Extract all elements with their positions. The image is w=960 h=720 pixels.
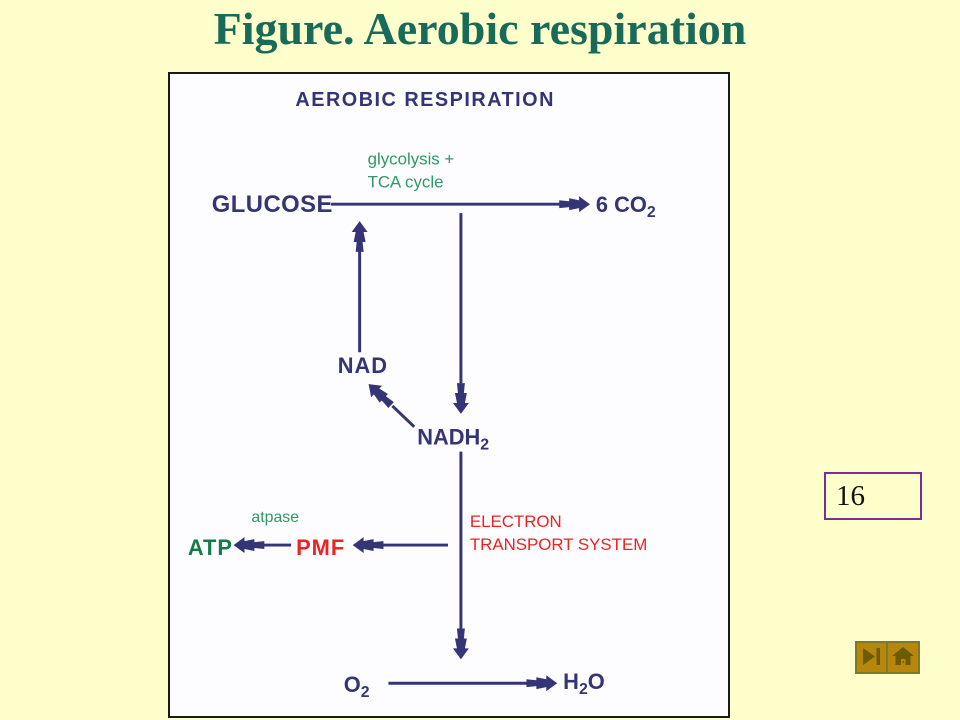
home-icon — [892, 646, 914, 670]
glycolysis-label: glycolysis + — [368, 149, 455, 168]
glucose-label: GLUCOSE — [212, 191, 333, 218]
next-slide-icon — [861, 646, 882, 670]
slide-nav-buttons — [855, 641, 920, 674]
ets-label-line2: TRANSPORT SYSTEM — [470, 535, 647, 554]
co2-main: 6 CO — [596, 192, 647, 217]
down-arrowhead — [452, 383, 469, 414]
h2o-o: O — [588, 669, 605, 694]
down-arrowhead-2 — [452, 628, 469, 660]
nadh-main: NADH — [417, 425, 480, 450]
diagram-heading: AEROBIC RESPIRATION — [295, 89, 555, 111]
next-slide-button[interactable] — [855, 641, 888, 674]
nadh2-label: NADH2 — [417, 425, 489, 454]
diagonal-arrowhead — [363, 378, 397, 411]
right-arrowhead — [559, 196, 590, 213]
page-number-box: 16 — [824, 472, 922, 520]
h2o-label: H2O — [563, 669, 605, 698]
nadh-to-nad-line — [391, 404, 416, 428]
co2-label: 6 CO2 — [596, 192, 656, 221]
tca-cycle-label: TCA cycle — [368, 172, 444, 191]
diagram-canvas: AEROBIC RESPIRATION glycolysis + TCA cyc… — [188, 89, 656, 701]
aerobic-respiration-diagram: AEROBIC RESPIRATION glycolysis + TCA cyc… — [168, 72, 730, 718]
right-arrowhead-h2o — [526, 675, 558, 692]
o2-subscript: 2 — [361, 684, 370, 701]
left-arrowhead-pmf — [352, 537, 384, 554]
atp-label: ATP — [188, 535, 233, 560]
o2-label: O2 — [344, 672, 370, 701]
co2-subscript: 2 — [647, 204, 656, 221]
page-number: 16 — [836, 480, 865, 512]
ets-label-line1: ELECTRON — [470, 512, 562, 531]
slide-title: Figure. Aerobic respiration — [213, 3, 747, 54]
h2o-h: H — [563, 669, 579, 694]
pmf-label: PMF — [296, 535, 345, 560]
left-arrowhead-atp — [233, 537, 265, 554]
nadh-subscript: 2 — [480, 437, 489, 454]
atpase-label: atpase — [251, 509, 299, 526]
h2o-subscript: 2 — [579, 681, 588, 698]
o2-main: O — [344, 672, 361, 697]
home-button[interactable] — [887, 641, 920, 674]
nad-label: NAD — [338, 353, 388, 378]
up-arrowhead — [351, 221, 368, 252]
